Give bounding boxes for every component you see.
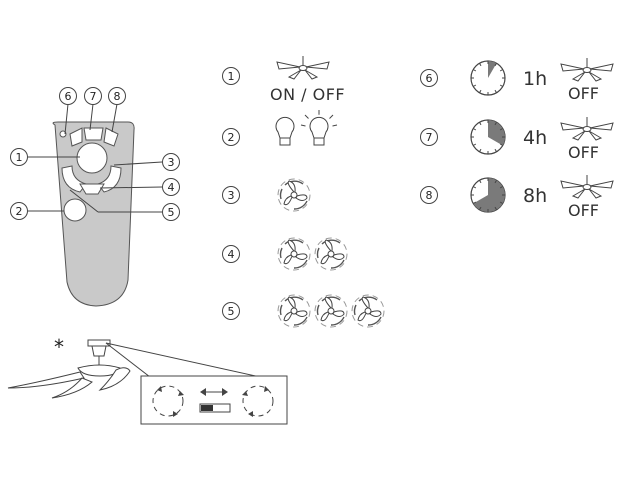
legend-number-7: 7 <box>420 128 438 146</box>
callout-number: 7 <box>426 131 433 144</box>
remote-callout-8: 8 <box>108 87 126 105</box>
remote-control <box>52 121 135 307</box>
callout-number: 8 <box>114 90 121 103</box>
legend-number-6: 6 <box>420 69 438 87</box>
legend-number-8: 8 <box>420 186 438 204</box>
callout-number: 2 <box>16 205 23 218</box>
fan-side-view <box>7 339 261 399</box>
on-off-label: ON / OFF <box>270 85 346 104</box>
timer-8h-off-label: OFF <box>568 201 599 220</box>
remote-callout-2: 2 <box>10 202 28 220</box>
footnote-asterisk: * <box>54 335 64 359</box>
timer-1h-clock-icon <box>470 60 506 96</box>
speed-high-button[interactable] <box>79 183 105 195</box>
timer-1h-off-label: OFF <box>568 84 599 103</box>
timer-8h-label: 8h <box>523 185 548 207</box>
callout-number: 6 <box>426 72 433 85</box>
timer-1h-label: 1h <box>523 68 548 90</box>
callout-number: 3 <box>228 189 235 202</box>
remote-callout-1: 1 <box>10 148 28 166</box>
legend-number-5: 5 <box>222 302 240 320</box>
legend-number-1: 1 <box>222 67 240 85</box>
legend-number-3: 3 <box>222 186 240 204</box>
double-arrow-icon <box>200 388 228 396</box>
callout-number: 4 <box>168 181 175 194</box>
remote-callout-7: 7 <box>84 87 102 105</box>
remote-callout-5: 5 <box>162 203 180 221</box>
ceiling-fan-icon <box>560 57 614 82</box>
legend-number-4: 4 <box>222 245 240 263</box>
fan-speed-icon <box>314 237 348 271</box>
callout-number: 4 <box>228 248 235 261</box>
rotation-cw-icon <box>242 385 274 417</box>
timer-4h-label: 4h <box>523 127 548 149</box>
fan-speed-icon <box>314 294 348 328</box>
legend-number-2: 2 <box>222 128 240 146</box>
callout-number: 3 <box>168 156 175 169</box>
callout-number: 7 <box>90 90 97 103</box>
remote-callout-6: 6 <box>59 87 77 105</box>
ceiling-fan-icon <box>276 55 330 80</box>
remote-callout-3: 3 <box>162 153 180 171</box>
slide-switch-icon <box>199 403 231 413</box>
remote-callout-4: 4 <box>162 178 180 196</box>
fan-speed-icon <box>351 294 385 328</box>
ceiling-fan-icon <box>560 116 614 141</box>
rotation-ccw-icon <box>152 385 184 417</box>
callout-leaders <box>28 103 163 213</box>
reverse-switch-inset <box>140 375 288 425</box>
light-bulb-on-icon <box>300 110 338 146</box>
callout-number: 1 <box>16 151 23 164</box>
timer-4h-button[interactable] <box>83 127 104 141</box>
power-button[interactable] <box>76 142 108 174</box>
remote-led <box>59 130 67 138</box>
timer-4h-clock-icon <box>470 119 506 155</box>
callout-number: 8 <box>426 189 433 202</box>
ceiling-fan-icon <box>560 174 614 199</box>
fan-speed-icon <box>277 178 311 212</box>
timer-8h-button[interactable] <box>103 127 119 147</box>
light-bulb-icon <box>275 116 295 146</box>
callout-number: 5 <box>168 206 175 219</box>
timer-1h-button[interactable] <box>69 127 83 147</box>
callout-number: 5 <box>228 305 235 318</box>
timer-8h-clock-icon <box>470 177 506 213</box>
fan-speed-icon <box>277 294 311 328</box>
light-button[interactable] <box>63 198 87 222</box>
callout-number: 6 <box>65 90 72 103</box>
fan-speed-icon <box>277 237 311 271</box>
timer-4h-off-label: OFF <box>568 143 599 162</box>
callout-number: 2 <box>228 131 235 144</box>
callout-number: 1 <box>228 70 235 83</box>
